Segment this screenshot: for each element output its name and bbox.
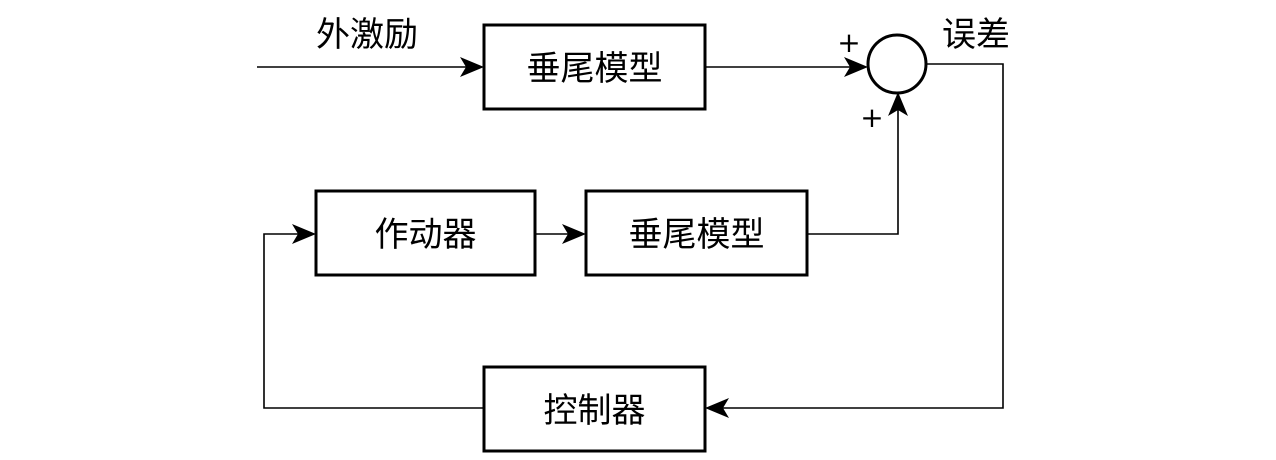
wire-plant-bottom-to-summer: [807, 108, 899, 235]
arrowhead-plant-bottom-input: [562, 224, 586, 244]
arrowhead-summer-bottom: [888, 92, 908, 116]
block-actuator-label: 作动器: [375, 215, 477, 255]
block-plant-bottom-label: 垂尾模型: [629, 215, 765, 255]
block-plant-bottom: 垂尾模型: [584, 189, 809, 277]
signal-disturbance-label: 外激励: [316, 15, 418, 55]
arrowhead-summer-top: [844, 57, 868, 77]
arrowhead-disturbance: [460, 57, 484, 77]
arrowhead-controller-input: [705, 398, 729, 418]
block-plant-top: 垂尾模型: [482, 23, 707, 111]
summer-bottom-sign: +: [860, 101, 883, 134]
signal-error-label: 误差: [942, 15, 1010, 55]
block-controller-label: 控制器: [544, 391, 646, 431]
block-plant-top-label: 垂尾模型: [527, 49, 663, 89]
block-actuator: 作动器: [314, 189, 537, 277]
summing-junction: [866, 33, 928, 95]
block-controller: 控制器: [482, 365, 707, 453]
summer-top-sign: +: [837, 26, 860, 59]
wire-error-feedback: [722, 63, 1004, 409]
arrowhead-actuator-input: [292, 224, 316, 244]
wire-controller-to-actuator: [263, 233, 484, 409]
